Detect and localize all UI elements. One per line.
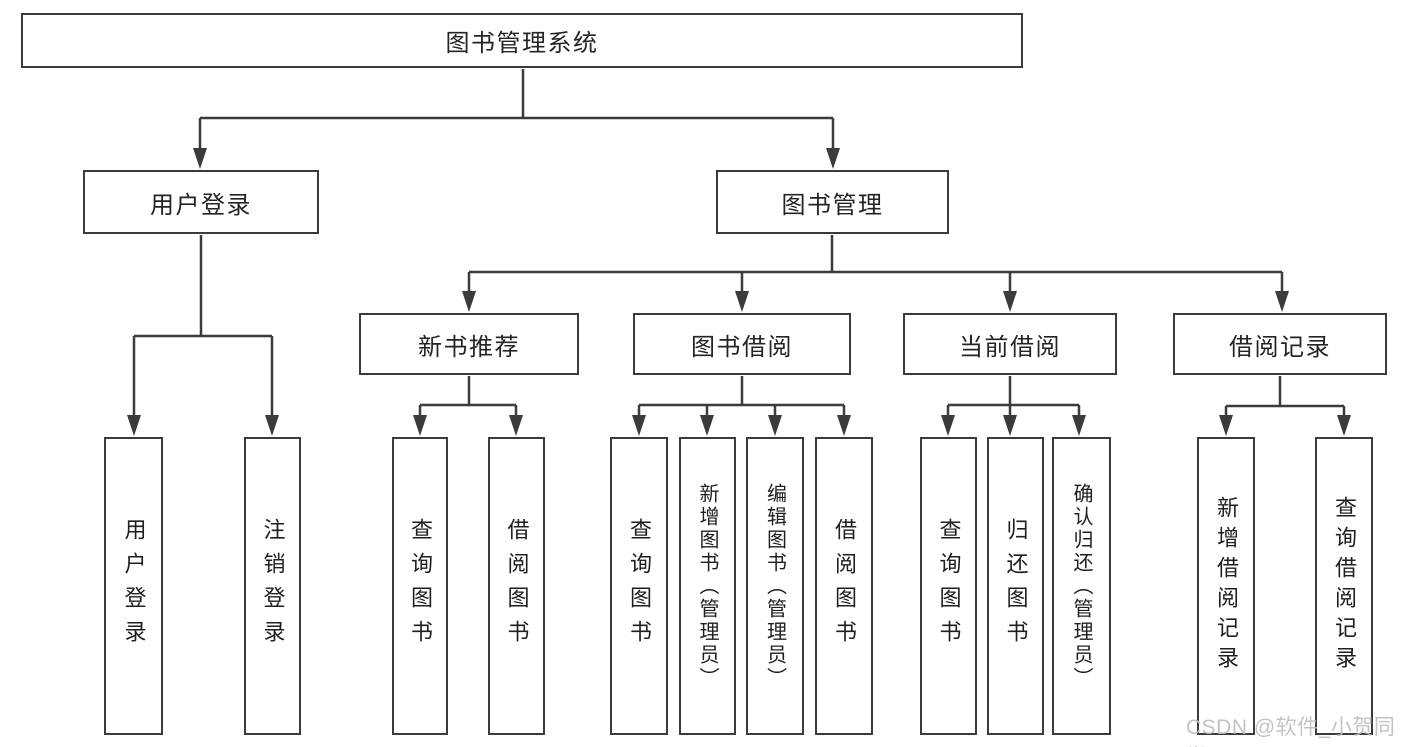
node-leaf-borrow-books: 借阅图书 (815, 437, 873, 735)
node-library-management-system: 图书管理系统 (21, 13, 1023, 68)
node-book-borrowing: 图书借阅 (633, 313, 851, 375)
node-leaf-user-login: 用户登录 (104, 437, 163, 735)
node-book-management: 图书管理 (716, 170, 949, 234)
node-leaf-add-books-admin: 新增图书（管理员） (679, 437, 736, 735)
node-leaf-query-borrow-record: 查询借阅记录 (1315, 437, 1373, 735)
node-leaf-query-books-current: 查询图书 (920, 437, 977, 735)
csdn-watermark: CSDN @软件_小贺同学 (1186, 716, 1396, 747)
node-leaf-confirm-return-admin: 确认归还（管理员） (1052, 437, 1111, 735)
node-leaf-borrow-books-recommend: 借阅图书 (488, 437, 545, 735)
node-leaf-query-books-recommend: 查询图书 (392, 437, 448, 735)
node-borrowing-records: 借阅记录 (1173, 313, 1387, 375)
node-leaf-add-borrow-record: 新增借阅记录 (1197, 437, 1255, 735)
node-user-login: 用户登录 (83, 170, 319, 234)
node-leaf-logout: 注销登录 (244, 437, 301, 735)
node-leaf-edit-books-admin: 编辑图书（管理员） (746, 437, 804, 735)
node-leaf-return-books: 归还图书 (987, 437, 1044, 735)
node-leaf-query-books-borrow: 查询图书 (610, 437, 668, 735)
node-current-borrowing: 当前借阅 (903, 313, 1117, 375)
node-new-book-recommend: 新书推荐 (359, 313, 579, 375)
